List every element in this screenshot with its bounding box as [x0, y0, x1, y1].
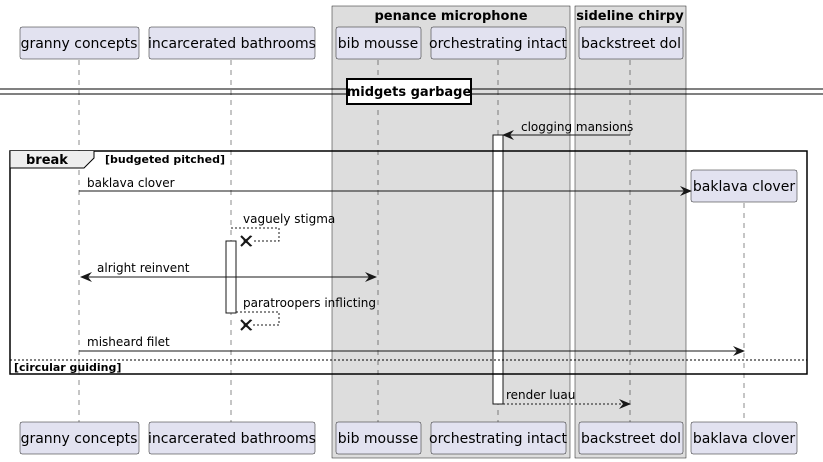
participant-granny-concepts-bottom: granny concepts [19, 421, 140, 455]
message-render-luau: render luau [503, 388, 631, 409]
participant-backstreet-dol-bottom: backstreet dol [578, 421, 684, 455]
message-clogging-mansions: clogging mansions [502, 120, 633, 140]
group-title: penance microphone [374, 9, 527, 24]
svg-text:incarcerated bathrooms: incarcerated bathrooms [148, 36, 316, 52]
svg-text:orchestrating intact: orchestrating intact [429, 36, 567, 52]
participant-granny-concepts-top: granny concepts [19, 26, 140, 60]
participant-bib-mousse-bottom: bib mousse [335, 421, 422, 455]
message-label: misheard filet [87, 335, 170, 349]
participant-baklava-clover-bottom: baklava clover [690, 421, 798, 455]
svg-text:orchestrating intact: orchestrating intact [429, 431, 567, 447]
svg-text:backstreet dol: backstreet dol [581, 36, 681, 52]
group-title: sideline chirpy [576, 9, 684, 24]
svg-text:incarcerated bathrooms: incarcerated bathrooms [148, 431, 316, 447]
message-baklava-clover: baklava clover [79, 176, 692, 196]
message-label: clogging mansions [521, 120, 633, 134]
message-paratroopers-inflicting: paratroopers inflicting [236, 296, 376, 331]
destroy-icon [240, 319, 252, 331]
activation-orchestrating-intact [492, 134, 504, 405]
message-label: vaguely stigma [243, 212, 335, 226]
participant-orchestrating-intact-bottom: orchestrating intact [429, 421, 567, 455]
fragment-break: break [budgeted pitched] [circular guidi… [9, 150, 808, 375]
fragment-condition: [budgeted pitched] [105, 153, 225, 166]
svg-text:granny concepts: granny concepts [21, 431, 138, 447]
message-vaguely-stigma: vaguely stigma [231, 212, 335, 247]
message-label: baklava clover [87, 176, 175, 190]
message-misheard-filet: misheard filet [79, 335, 745, 356]
group-sideline-chirpy: sideline chirpy [574, 5, 687, 459]
svg-text:bib mousse: bib mousse [338, 36, 418, 52]
participant-baklava-clover-created: baklava clover [690, 169, 798, 203]
destroy-icon [240, 235, 252, 247]
divider-midgets-garbage: midgets garbage [0, 78, 823, 105]
message-label: paratroopers inflicting [243, 296, 376, 310]
message-label: render luau [506, 388, 575, 402]
participant-orchestrating-intact-top: orchestrating intact [429, 26, 567, 60]
participant-bib-mousse-top: bib mousse [335, 26, 422, 60]
svg-text:baklava clover: baklava clover [693, 431, 795, 447]
message-label: alright reinvent [97, 261, 190, 275]
svg-text:bib mousse: bib mousse [338, 431, 418, 447]
message-alright-reinvent: alright reinvent [80, 261, 377, 282]
participant-incarcerated-bathrooms-bottom: incarcerated bathrooms [148, 421, 316, 455]
participant-incarcerated-bathrooms-top: incarcerated bathrooms [148, 26, 316, 60]
divider-label: midgets garbage [347, 85, 472, 100]
participant-backstreet-dol-top: backstreet dol [578, 26, 684, 60]
svg-text:granny concepts: granny concepts [21, 36, 138, 52]
svg-text:backstreet dol: backstreet dol [581, 431, 681, 447]
fragment-keyword: break [26, 153, 68, 168]
svg-text:baklava clover: baklava clover [693, 179, 795, 195]
fragment-else-condition: [circular guiding] [14, 361, 121, 374]
